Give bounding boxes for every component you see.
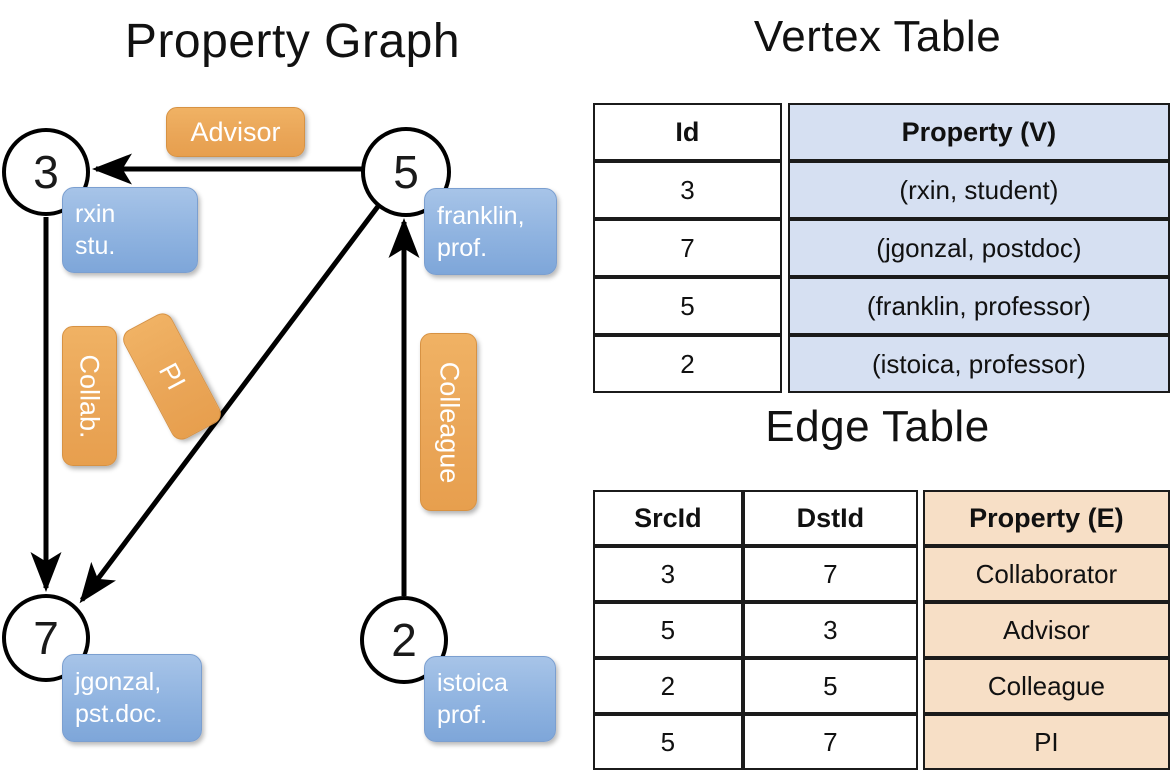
table-header-row: SrcId DstId Property (E) [593, 490, 1170, 546]
edge-table: SrcId DstId Property (E) 3 7 Collaborato… [593, 490, 1170, 770]
vertex-property-box-5: franklin, prof. [424, 188, 557, 275]
table-row: 7 (jgonzal, postdoc) [593, 219, 1170, 277]
vertex-property-box-3: rxin stu. [62, 187, 198, 273]
page-title-vertex-table: Vertex Table [753, 12, 1002, 61]
vertex-row-3-id: 2 [593, 335, 782, 393]
vertex-property-2-line1: istoica [437, 669, 508, 697]
vertex-property-5-line1: franklin, [437, 201, 525, 230]
column-gap [781, 161, 788, 219]
vertex-row-3-property: (istoica, professor) [787, 335, 1170, 393]
edge-row-2-property: Colleague [922, 658, 1170, 714]
edge-row-2-dstid: 5 [742, 658, 918, 714]
edge-table-header-srcid: SrcId [593, 490, 743, 546]
table-row: 2 5 Colleague [593, 658, 1170, 714]
edge-row-3-srcid: 5 [593, 714, 743, 770]
column-gap [917, 602, 923, 658]
edge-label-collab: Collab. [62, 326, 117, 466]
vertex-row-1-id: 7 [593, 219, 782, 277]
table-header-row: Id Property (V) [593, 103, 1170, 161]
edge-row-0-dstid: 7 [742, 546, 918, 602]
column-gap [917, 714, 923, 770]
vertex-row-2-id: 5 [593, 277, 782, 335]
vertex-property-7-line1: jgonzal, [75, 668, 162, 696]
edge-row-0-property: Collaborator [922, 546, 1170, 602]
edge-row-2-srcid: 2 [593, 658, 743, 714]
table-row: 5 (franklin, professor) [593, 277, 1170, 335]
column-gap [781, 277, 788, 335]
vertex-node-3-label: 3 [33, 146, 59, 198]
vertex-node-2-label: 2 [391, 614, 417, 666]
vertex-row-1-property: (jgonzal, postdoc) [787, 219, 1170, 277]
column-gap [917, 658, 923, 714]
edge-row-1-property: Advisor [922, 602, 1170, 658]
vertex-property-5-line2: prof. [437, 233, 488, 262]
vertex-table-header-id: Id [593, 103, 782, 161]
vertex-property-3-line2: stu. [75, 232, 116, 260]
graph-edges [30, 153, 420, 604]
vertex-property-box-7: jgonzal, pst.doc. [62, 654, 202, 742]
column-gap [781, 335, 788, 393]
vertex-node-2[interactable]: 2 [360, 596, 448, 684]
vertex-property-3-line1: rxin [75, 200, 116, 228]
vertex-property-7-line2: pst.doc. [75, 700, 163, 728]
edge-label-collab-text: Collab. [75, 353, 106, 439]
vertex-node-7-label: 7 [33, 612, 59, 664]
table-row: 2 (istoica, professor) [593, 335, 1170, 393]
page-title-edge-table: Edge Table [765, 402, 990, 451]
vertex-table: Id Property (V) 3 (rxin, student) 7 (jgo… [593, 103, 1170, 393]
edge-table-header-dstid: DstId [742, 490, 918, 546]
page-title-property-graph: Property Graph [124, 15, 461, 68]
vertex-row-0-id: 3 [593, 161, 782, 219]
edge-row-3-property: PI [922, 714, 1170, 770]
vertex-row-0-property: (rxin, student) [787, 161, 1170, 219]
edge-label-advisor-text: Advisor [190, 116, 281, 147]
edge-label-advisor: Advisor [166, 107, 305, 157]
property-graph-panel: Property Graph 3 5 7 2 rxin stu. frankli… [0, 0, 585, 760]
table-row: 3 (rxin, student) [593, 161, 1170, 219]
edge-row-1-srcid: 5 [593, 602, 743, 658]
table-row: 5 3 Advisor [593, 602, 1170, 658]
edge-5-to-7 [79, 203, 381, 604]
column-gap [781, 219, 788, 277]
edge-row-3-dstid: 7 [742, 714, 918, 770]
vertex-node-5[interactable]: 5 [361, 127, 451, 217]
vertex-table-header-property: Property (V) [787, 103, 1170, 161]
vertex-property-box-2: istoica prof. [424, 656, 556, 742]
edge-row-0-srcid: 3 [593, 546, 743, 602]
column-gap [917, 546, 923, 602]
edge-row-1-dstid: 3 [742, 602, 918, 658]
table-row: 5 7 PI [593, 714, 1170, 770]
edge-label-colleague: Colleague [420, 333, 477, 511]
edge-table-header-property: Property (E) [922, 490, 1170, 546]
column-gap [917, 490, 923, 546]
edge-label-colleague-text: Colleague [434, 361, 464, 483]
column-gap [781, 103, 788, 161]
table-row: 3 7 Collaborator [593, 546, 1170, 602]
vertex-property-2-line2: prof. [437, 701, 488, 729]
vertex-row-2-property: (franklin, professor) [787, 277, 1170, 335]
edge-label-pi-text: PI [153, 357, 192, 395]
vertex-node-5-label: 5 [393, 146, 419, 198]
